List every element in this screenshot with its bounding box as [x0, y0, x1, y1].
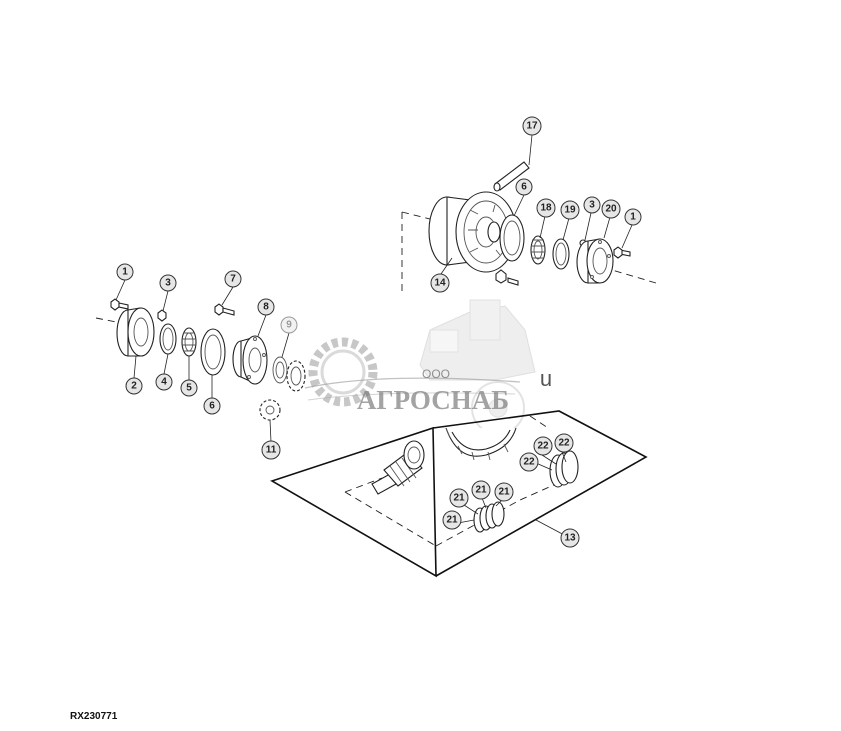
svg-text:4: 4 [161, 377, 167, 388]
bearing-part [530, 235, 546, 265]
pinion-gear-part [259, 399, 281, 421]
callout-1-top: 1 [624, 208, 642, 226]
svg-text:22: 22 [523, 457, 535, 468]
svg-text:8: 8 [263, 302, 269, 313]
ring-and-pinion-kit [270, 410, 648, 578]
callout-2: 2 [125, 377, 143, 395]
left-assembly [110, 298, 306, 421]
shim-part [499, 214, 525, 262]
ring-gear-part [445, 427, 517, 461]
svg-text:21: 21 [453, 493, 465, 504]
bearing-part [181, 327, 197, 357]
watermark: ООО АГРОСНАБ u [304, 299, 552, 435]
reference-code: RX230771 [70, 711, 118, 722]
svg-text:13: 13 [564, 533, 576, 544]
svg-text:18: 18 [540, 203, 552, 214]
callout-21-a: 21 [449, 488, 469, 508]
svg-text:5: 5 [186, 383, 192, 394]
callout-17: 17 [522, 116, 542, 136]
callout-8: 8 [257, 298, 275, 316]
callout-6-top: 6 [515, 178, 533, 196]
svg-text:11: 11 [266, 445, 277, 456]
kit-frame [270, 410, 648, 578]
pinion-shaft-part [371, 440, 425, 495]
svg-text:3: 3 [589, 200, 595, 211]
thrust-washer-part [272, 356, 288, 384]
svg-text:6: 6 [521, 182, 527, 193]
callout-21-c: 21 [494, 482, 514, 502]
bearing-cup-part [552, 238, 570, 270]
callout-20: 20 [601, 199, 621, 219]
callout-3-top: 3 [583, 196, 601, 214]
svg-text:21: 21 [446, 515, 458, 526]
svg-text:9: 9 [286, 320, 292, 331]
callout-18: 18 [536, 198, 556, 218]
callout-19: 19 [560, 200, 580, 220]
callout-22-c: 22 [519, 452, 539, 472]
bearing-cover-part [116, 307, 155, 357]
bearing-cup-part [159, 323, 177, 355]
differential-housing-part [428, 191, 517, 273]
callout-4: 4 [155, 373, 173, 391]
svg-text:20: 20 [605, 204, 617, 215]
svg-text:1: 1 [122, 267, 128, 278]
cap-screw-part [110, 298, 129, 311]
svg-text:21: 21 [475, 485, 487, 496]
differential-case-part [232, 335, 268, 385]
watermark-suffix: u [540, 366, 552, 391]
bearing-cover-part [576, 238, 614, 284]
callout-22-b: 22 [554, 433, 574, 453]
svg-text:22: 22 [537, 441, 549, 452]
callout-21-d: 21 [442, 510, 462, 530]
svg-text:6: 6 [209, 401, 215, 412]
svg-text:21: 21 [498, 487, 510, 498]
callout-14: 14 [430, 273, 450, 293]
callout-9: 9 [280, 316, 298, 334]
callout-11: 11 [261, 440, 281, 460]
svg-text:22: 22 [558, 438, 570, 449]
svg-text:3: 3 [165, 278, 171, 289]
cap-screw-part [613, 246, 631, 259]
shim-part [200, 328, 226, 376]
callout-3-left: 3 [159, 274, 177, 292]
callout-13: 13 [560, 528, 580, 548]
callout-21-b: 21 [471, 480, 491, 500]
bolt-part [495, 269, 519, 286]
svg-text:7: 7 [230, 274, 236, 285]
watermark-name: АГРОСНАБ [357, 385, 509, 415]
snap-rings-21 [473, 501, 505, 533]
callout-5: 5 [180, 379, 198, 397]
watermark-company-form: ООО [422, 367, 450, 381]
leader-lines [115, 134, 633, 538]
plug-part [157, 309, 167, 322]
upper-right-assembly [428, 161, 631, 286]
callout-22-a: 22 [533, 436, 553, 456]
pin-part [493, 161, 530, 192]
center-lines [95, 211, 657, 547]
callout-7: 7 [224, 270, 242, 288]
callout-6-left: 6 [203, 397, 221, 415]
side-gear-part [286, 360, 306, 392]
callouts: 17 6 18 19 3 20 1 14 1 3 7 8 9 2 4 5 6 1… [116, 116, 642, 548]
cap-screw-part [214, 303, 235, 316]
svg-text:19: 19 [564, 205, 576, 216]
watermark-gear-icon [308, 337, 378, 407]
svg-text:17: 17 [526, 121, 538, 132]
svg-text:2: 2 [131, 381, 137, 392]
svg-text:14: 14 [434, 278, 446, 289]
callout-1-left: 1 [116, 263, 134, 281]
svg-text:1: 1 [630, 212, 636, 223]
